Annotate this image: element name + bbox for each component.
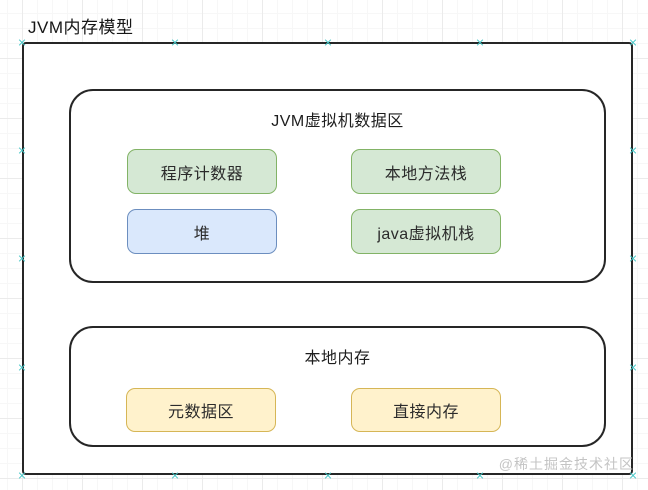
cell-program-counter[interactable]: 程序计数器 (127, 149, 277, 194)
page-title[interactable]: JVM内存模型 (28, 18, 134, 37)
cell-direct-memory[interactable]: 直接内存 (351, 388, 501, 432)
cell-native-method-stack[interactable]: 本地方法栈 (351, 149, 501, 194)
jvm-memory-outer-shape[interactable]: JVM虚拟机数据区 程序计数器 本地方法栈 堆 java虚拟机栈 本地内存 元数… (22, 42, 633, 475)
native-memory-shape[interactable]: 本地内存 元数据区 直接内存 (69, 326, 606, 447)
cell-metaspace[interactable]: 元数据区 (126, 388, 276, 432)
cell-java-vm-stack[interactable]: java虚拟机栈 (351, 209, 501, 254)
cell-heap[interactable]: 堆 (127, 209, 277, 254)
watermark: @稀土掘金技术社区 (498, 456, 634, 472)
vm-data-area-title: JVM虚拟机数据区 (271, 113, 404, 130)
native-memory-title: 本地内存 (304, 350, 371, 367)
vm-data-area-shape[interactable]: JVM虚拟机数据区 程序计数器 本地方法栈 堆 java虚拟机栈 (69, 89, 606, 283)
